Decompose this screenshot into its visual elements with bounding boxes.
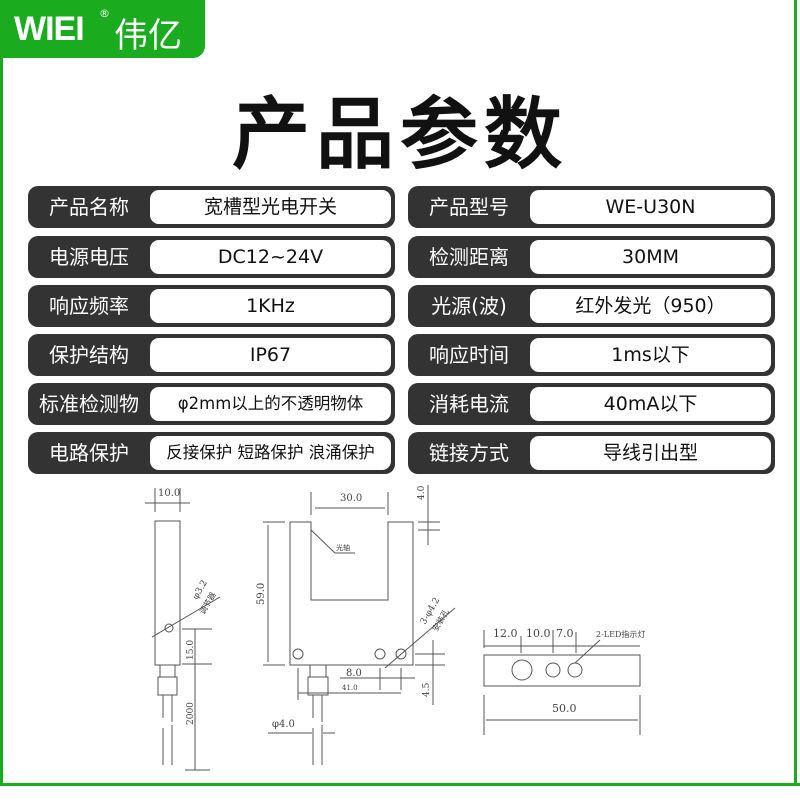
dim-hole-spacing: 8.0 bbox=[346, 668, 362, 679]
spec-label: 消耗电流 bbox=[429, 392, 509, 416]
led-indicator-label: 2-LED指示灯 bbox=[596, 629, 645, 639]
dim-hole-span: 41.0 bbox=[342, 684, 358, 692]
spec-label: 链接方式 bbox=[429, 441, 509, 465]
dim-top-1: 12.0 bbox=[493, 627, 518, 640]
spec-row: 响应时间 1ms以下 bbox=[408, 334, 775, 376]
dim-height: 59.0 bbox=[256, 583, 267, 605]
dim-side-width: 10.0 bbox=[158, 488, 180, 499]
spec-row: 电路保护反接保护 短路保护 浪涌保护 bbox=[28, 432, 395, 474]
spec-label: 响应频率 bbox=[49, 294, 129, 318]
spec-label: 响应时间 bbox=[429, 343, 509, 367]
brand-name: 伟亿 bbox=[114, 16, 182, 56]
dim-adjuster-offset: 15.0 bbox=[186, 640, 196, 660]
spec-label: 标准检测物 bbox=[39, 392, 139, 416]
spec-row: 产品型号 WE-U30N bbox=[408, 186, 775, 228]
dim-slot-width: 30.0 bbox=[340, 493, 362, 504]
spec-value: φ2mm以上的不透明物体 bbox=[150, 387, 391, 421]
dim-slot-top: 4.0 bbox=[417, 485, 427, 500]
spec-value: 1ms以下 bbox=[530, 338, 771, 372]
spec-label: 产品型号 bbox=[429, 195, 509, 219]
dim-top-3: 7.0 bbox=[556, 627, 574, 640]
spec-value: 导线引出型 bbox=[530, 436, 771, 470]
spec-value: 1KHz bbox=[150, 289, 391, 323]
optical-axis-label: 光轴 bbox=[336, 543, 350, 552]
dim-hole-offset: 4.5 bbox=[422, 682, 432, 697]
spec-value: DC12~24V bbox=[150, 240, 391, 274]
spec-value: 红外发光（950） bbox=[530, 289, 771, 323]
spec-row: 检测距离 30MM bbox=[408, 236, 775, 278]
spec-row: 响应频率 1KHz bbox=[28, 285, 395, 327]
dim-top-2: 10.0 bbox=[526, 627, 551, 640]
spec-row: 光源(波) 红外发光（950） bbox=[408, 285, 775, 327]
spec-value: 宽槽型光电开关 bbox=[150, 190, 391, 224]
registered-mark: ® bbox=[99, 7, 110, 20]
spec-row: 消耗电流 40mA以下 bbox=[408, 383, 775, 425]
spec-label: 产品名称 bbox=[49, 195, 129, 219]
spec-value: WE-U30N bbox=[530, 190, 771, 224]
dim-cable-length: 2000 bbox=[186, 702, 196, 725]
logo-text: WIEI bbox=[14, 10, 85, 48]
spec-label: 光源(波) bbox=[431, 294, 507, 318]
spec-value: IP67 bbox=[150, 338, 391, 372]
spec-row: 产品名称宽槽型光电开关 bbox=[28, 186, 395, 228]
spec-value: 反接保护 短路保护 浪涌保护 bbox=[150, 436, 391, 470]
spec-value: 30MM bbox=[530, 240, 771, 274]
spec-value: 40mA以下 bbox=[530, 387, 771, 421]
spec-label: 保护结构 bbox=[49, 343, 129, 367]
dim-top-length: 50.0 bbox=[552, 702, 577, 715]
top-view bbox=[483, 630, 641, 735]
dim-cable-dia: φ4.0 bbox=[272, 719, 295, 730]
spec-label: 检测距离 bbox=[429, 245, 509, 269]
page-title: 产品参数 bbox=[231, 90, 568, 180]
spec-row: 链接方式导线引出型 bbox=[408, 432, 775, 474]
frame-border bbox=[0, 783, 800, 786]
side-view bbox=[145, 488, 221, 771]
spec-label: 电路保护 bbox=[49, 441, 129, 465]
spec-label: 电源电压 bbox=[49, 245, 129, 269]
spec-row: 电源电压 DC12~24V bbox=[28, 236, 395, 278]
spec-row: 标准检测物 φ2mm以上的不透明物体 bbox=[28, 383, 395, 425]
brand-logo: WIEI ® 伟亿 bbox=[0, 0, 205, 58]
frame-border bbox=[0, 0, 3, 786]
front-view bbox=[263, 485, 456, 765]
spec-row: 保护结构 IP67 bbox=[28, 334, 395, 376]
